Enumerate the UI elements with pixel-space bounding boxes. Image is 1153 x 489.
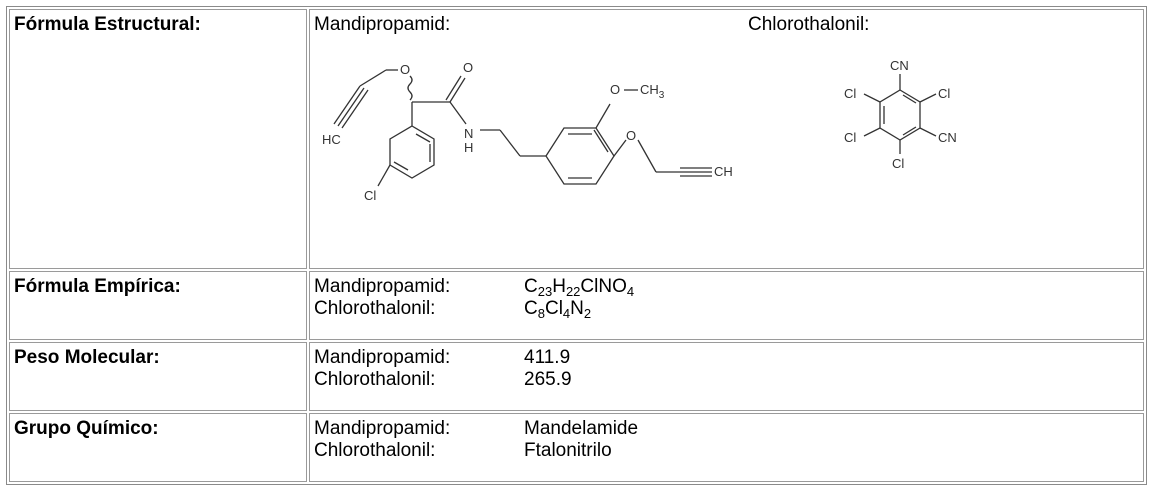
empirical-mandipropamid: Mandipropamid: C23H22ClNO4 (314, 276, 1139, 298)
weight-name: Mandipropamid: (314, 346, 451, 368)
atom-o-ether: O (400, 62, 410, 77)
label-chemical-group: Grupo Químico: (9, 412, 307, 482)
empirical-name: Mandipropamid: (314, 275, 451, 297)
row-structural-formula: Fórmula Estructural: Mandipropamid: Chlo… (9, 9, 1144, 269)
atom-cl-top-left: Cl (844, 86, 856, 101)
group-name: Mandipropamid: (314, 417, 451, 439)
label-molecular-weight: Peso Molecular: (9, 341, 307, 411)
weight-name: Chlorothalonil: (314, 368, 436, 390)
cell-chemical-group: Mandipropamid: Mandelamide Chlorothaloni… (309, 412, 1144, 482)
atom-ch-end: CH (714, 164, 733, 179)
weight-value: 411.9 (524, 346, 571, 368)
empirical-name: Chlorothalonil: (314, 297, 436, 319)
group-chlorothalonil: Chlorothalonil: Ftalonitrilo (314, 440, 1139, 462)
label-structural-formula: Fórmula Estructural: (9, 9, 307, 269)
chlorothalonil-structure-drawing: CN Cl Cl Cl CN Cl (844, 58, 957, 171)
mandipropamid-structure-label: Mandipropamid: (314, 14, 451, 35)
atom-h: H (464, 140, 473, 155)
weight-mandipropamid: Mandipropamid: 411.9 (314, 347, 1139, 369)
atom-cn-top: CN (890, 58, 909, 73)
atom-hc: HC (322, 132, 341, 147)
row-empirical-formula: Fórmula Empírica: Mandipropamid: C23H22C… (9, 270, 1144, 340)
group-name: Chlorothalonil: (314, 439, 436, 461)
empirical-chlorothalonil: Chlorothalonil: C8Cl4N2 (314, 298, 1139, 320)
atom-o-methoxy: O (610, 82, 620, 97)
chlorothalonil-structure-label: Chlorothalonil: (748, 14, 870, 35)
weight-chlorothalonil: Chlorothalonil: 265.9 (314, 369, 1139, 391)
atom-cl-bottom-left: Cl (844, 130, 856, 145)
mandipropamid-structure-drawing: O HC O N H (322, 60, 733, 203)
specification-table: Fórmula Estructural: Mandipropamid: Chlo… (6, 6, 1147, 485)
atom-cn-right: CN (938, 130, 957, 145)
group-mandipropamid: Mandipropamid: Mandelamide (314, 418, 1139, 440)
atom-ch3: CH3 (640, 82, 665, 101)
atom-o-propargyl: O (626, 128, 636, 143)
group-value: Mandelamide (524, 417, 639, 439)
atom-n: N (464, 126, 473, 141)
cell-empirical-formula: Mandipropamid: C23H22ClNO4 Chlorothaloni… (309, 270, 1144, 340)
empirical-formula-value: C23H22ClNO4 (524, 275, 635, 299)
weight-value: 265.9 (524, 368, 572, 390)
atom-cl-bottom: Cl (892, 156, 904, 171)
atom-cl: Cl (364, 188, 376, 203)
cell-molecular-weight: Mandipropamid: 411.9 Chlorothalonil: 265… (309, 341, 1144, 411)
group-value: Ftalonitrilo (524, 439, 612, 461)
atom-cl-top-right: Cl (938, 86, 950, 101)
cell-structural-formula: Mandipropamid: Chlorothalonil: O HC (309, 9, 1144, 269)
row-chemical-group: Grupo Químico: Mandipropamid: Mandelamid… (9, 412, 1144, 482)
empirical-formula-value: C8Cl4N2 (524, 297, 592, 321)
structures-area: Mandipropamid: Chlorothalonil: O HC (314, 14, 1139, 248)
atom-o-carbonyl: O (463, 60, 473, 75)
row-molecular-weight: Peso Molecular: Mandipropamid: 411.9 Chl… (9, 341, 1144, 411)
label-empirical-formula: Fórmula Empírica: (9, 270, 307, 340)
